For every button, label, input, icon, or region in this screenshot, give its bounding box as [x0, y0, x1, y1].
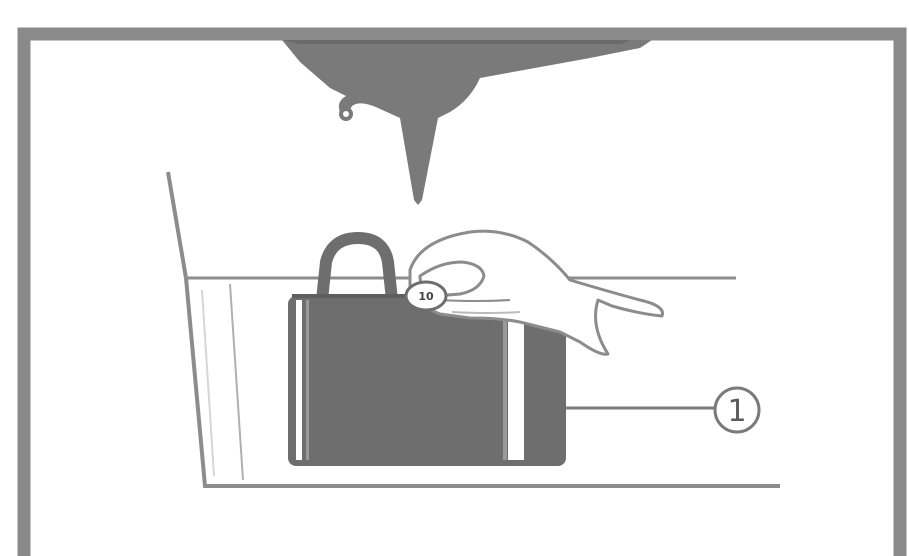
callout-number: 1: [727, 394, 746, 429]
door-gasket-spout-icon: [282, 40, 652, 205]
numbered-callout: 1: [566, 388, 759, 432]
coin-label: 10: [418, 290, 434, 303]
